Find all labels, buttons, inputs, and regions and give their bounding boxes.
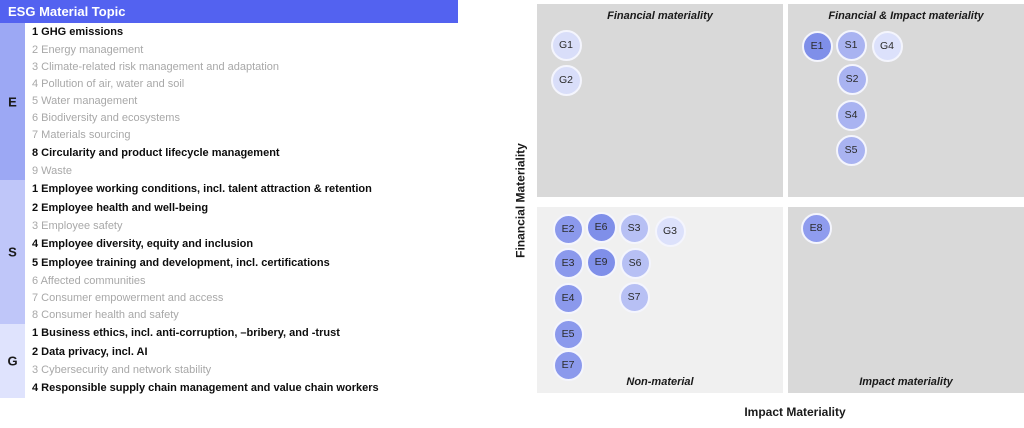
bubble-g4: G4 bbox=[871, 30, 903, 62]
topic-row: 1 Business ethics, incl. anti-corruption… bbox=[32, 327, 340, 339]
topic-row: 3 Employee safety bbox=[32, 220, 123, 232]
topic-row: 1 Employee working conditions, incl. tal… bbox=[32, 183, 372, 195]
topic-row: 9 Waste bbox=[32, 165, 72, 177]
bubble-s7: S7 bbox=[618, 281, 650, 313]
band-letter: G bbox=[7, 353, 18, 369]
bubble-e6: E6 bbox=[585, 211, 617, 243]
topic-row: 3 Climate-related risk management and ad… bbox=[32, 61, 280, 73]
topic-row: 2 Employee health and well-being bbox=[32, 202, 209, 214]
topic-row: 4 Pollution of air, water and soil bbox=[32, 78, 185, 90]
topic-row: 5 Water management bbox=[32, 95, 138, 107]
band-letter: E bbox=[8, 94, 17, 109]
y-axis-label: Financial Materiality bbox=[513, 143, 528, 258]
quadrant-bottom-left-label: Non-material bbox=[626, 376, 694, 388]
topic-row: 8 Circularity and product lifecycle mana… bbox=[32, 147, 280, 159]
topic-row: 7 Consumer empowerment and access bbox=[32, 292, 224, 304]
topic-rows: 1 GHG emissions 2 Energy management 3 Clim… bbox=[25, 23, 465, 398]
topic-row: 3 Cybersecurity and network stability bbox=[32, 364, 212, 376]
topic-row: 7 Materials sourcing bbox=[32, 129, 131, 141]
bubble-s4: S4 bbox=[835, 99, 867, 131]
band-g: G bbox=[0, 324, 25, 398]
esg-band-column: E S G bbox=[0, 23, 25, 398]
quadrant-top-right-label: Financial & Impact materiality bbox=[828, 10, 984, 22]
bubble-e4: E4 bbox=[552, 282, 584, 314]
quadrant-top-left-label: Financial materiality bbox=[607, 10, 713, 22]
bubble-e1: E1 bbox=[801, 30, 833, 62]
bubble-s2: S2 bbox=[836, 63, 868, 95]
band-e: E bbox=[0, 23, 25, 180]
bubble-e7: E7 bbox=[552, 349, 584, 381]
bubble-e2: E2 bbox=[552, 213, 584, 245]
band-s: S bbox=[0, 180, 25, 324]
topic-row: 4 Employee diversity, equity and inclusi… bbox=[32, 238, 254, 250]
bubble-g2: G2 bbox=[550, 64, 582, 96]
topic-row: 2 Energy management bbox=[32, 44, 144, 56]
topic-row: 2 Data privacy, incl. AI bbox=[32, 346, 148, 358]
bubble-s3: S3 bbox=[618, 212, 650, 244]
bubble-s6: S6 bbox=[619, 247, 651, 279]
bubble-e5: E5 bbox=[552, 318, 584, 350]
bubble-g1: G1 bbox=[550, 29, 582, 61]
bubble-e3: E3 bbox=[552, 247, 584, 279]
bubble-e8: E8 bbox=[800, 212, 832, 244]
bubble-g3: G3 bbox=[654, 215, 686, 247]
esg-table: ESG Material Topic E S G 1 GHG emissions 2 … bbox=[0, 0, 470, 428]
x-axis-label: Impact Materiality bbox=[744, 405, 846, 419]
topic-row: 6 Affected communities bbox=[32, 275, 146, 287]
bubble-e9: E9 bbox=[585, 246, 617, 278]
topic-row: 4 Responsible supply chain management an… bbox=[32, 382, 379, 394]
quadrant-bottom-right-label: Impact materiality bbox=[859, 376, 953, 388]
topic-row: 5 Employee training and development, inc… bbox=[32, 257, 330, 269]
topic-row: 1 GHG emissions bbox=[32, 26, 124, 38]
table-header: ESG Material Topic bbox=[0, 0, 458, 23]
bubble-s5: S5 bbox=[835, 134, 867, 166]
topic-row: 6 Biodiversity and ecosystems bbox=[32, 112, 180, 124]
bubble-s1: S1 bbox=[835, 29, 867, 61]
topic-row: 8 Consumer health and safety bbox=[32, 309, 179, 321]
band-letter: S bbox=[8, 244, 17, 260]
